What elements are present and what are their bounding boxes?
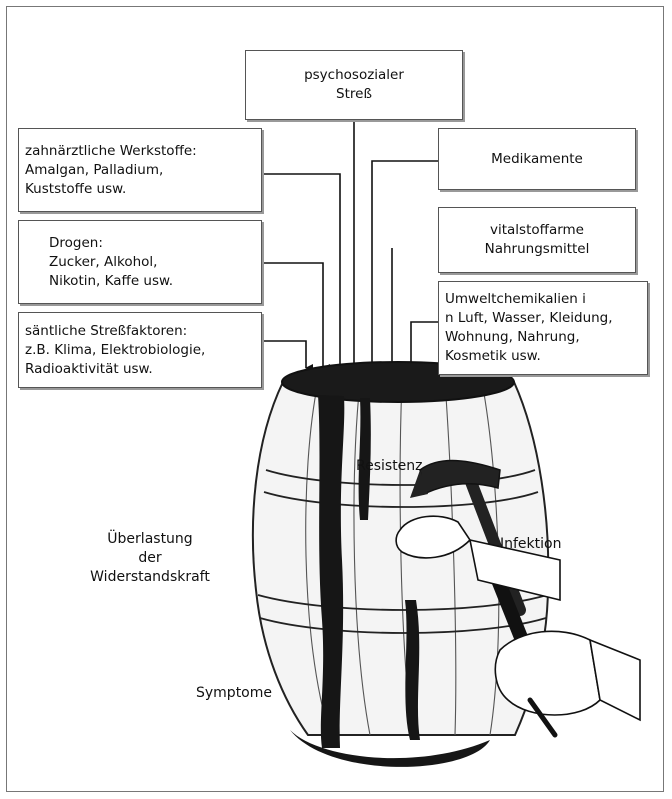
box-line: Streß xyxy=(336,85,372,104)
label-overload: Überlastung der Widerstandskraft xyxy=(80,530,220,587)
connector-lines xyxy=(262,120,438,368)
label-symptoms: Symptome xyxy=(196,684,272,703)
arrow-stressors xyxy=(262,341,306,368)
box-line: Zucker, Alkohol, xyxy=(49,253,255,272)
box-drugs: Drogen: Zucker, Alkohol, Nikotin, Kaffe … xyxy=(18,220,262,304)
label-infection: Infektion xyxy=(500,535,561,554)
box-line: Amalgan, Palladium, xyxy=(25,161,255,180)
box-environmental-chemicals: Umweltchemikalien i n Luft, Wasser, Klei… xyxy=(438,281,648,375)
box-line: Kuststoffe usw. xyxy=(25,180,255,199)
box-line: Umweltchemikalien i xyxy=(445,290,641,309)
box-line: vitalstoffarme xyxy=(490,221,584,240)
box-line: Wohnung, Nahrung, xyxy=(445,328,641,347)
box-stress-factors: säntliche Streßfaktoren: z.B. Klima, Ele… xyxy=(18,312,262,388)
box-nutrition: vitalstoffarme Nahrungsmittel xyxy=(438,207,636,273)
arrow-dental xyxy=(262,174,340,368)
arrow-medication xyxy=(372,161,438,368)
box-line: Kosmetik usw. xyxy=(445,347,641,366)
box-line: säntliche Streßfaktoren: xyxy=(25,322,255,341)
box-line: Nikotin, Kaffe usw. xyxy=(49,272,255,291)
arrow-drugs xyxy=(262,263,323,368)
barrel-illustration xyxy=(253,362,640,767)
box-line: z.B. Klima, Elektrobiologie, xyxy=(25,341,255,360)
box-line: Nahrungsmittel xyxy=(485,240,590,259)
box-line: psychosozialer xyxy=(304,66,404,85)
box-line: Drogen: xyxy=(49,234,255,253)
label-line: der xyxy=(80,549,220,568)
label-line: Widerstandskraft xyxy=(80,568,220,587)
box-line: Radioaktivität usw. xyxy=(25,360,255,379)
box-line: Medikamente xyxy=(491,150,583,169)
arrow-chemicals xyxy=(411,322,438,368)
box-line: n Luft, Wasser, Kleidung, xyxy=(445,309,641,328)
label-resistance: Resistenz xyxy=(356,457,423,476)
box-line: zahnärztliche Werkstoffe: xyxy=(25,142,255,161)
box-medication: Medikamente xyxy=(438,128,636,190)
label-line: Überlastung xyxy=(80,530,220,549)
box-psychosocial-stress: psychosozialer Streß xyxy=(245,50,463,120)
box-dental-materials: zahnärztliche Werkstoffe: Amalgan, Palla… xyxy=(18,128,262,212)
